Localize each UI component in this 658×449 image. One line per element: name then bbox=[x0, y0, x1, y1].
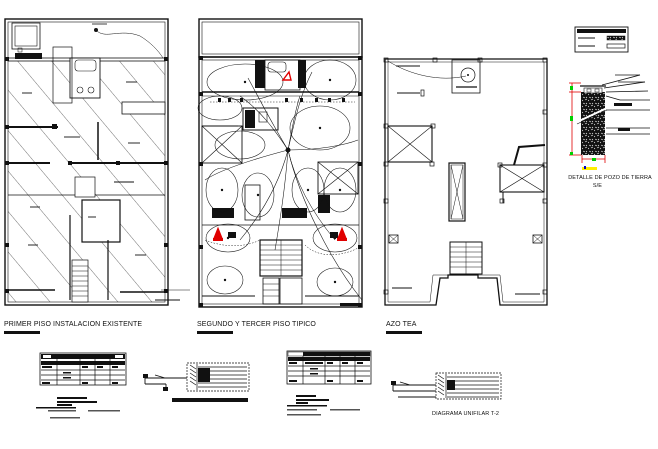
cuadro-cargas-2 bbox=[286, 350, 372, 416]
diagrama-unifilar-2 bbox=[391, 372, 502, 400]
plan-azotea bbox=[383, 57, 548, 306]
title-underline bbox=[4, 331, 40, 334]
cuadro-cargas-1 bbox=[36, 352, 127, 419]
diagram-title-unifilar-t2: DIAGRAMA UNIFILAR T-2 bbox=[432, 411, 500, 417]
title-underline bbox=[197, 331, 233, 334]
plan-title-primer-piso: PRIMER PISO INSTALACION EXISTENTE bbox=[4, 321, 143, 328]
detail-title-pozo-tierra: DETALLE DE POZO DE TIERRA bbox=[568, 175, 652, 181]
plan-segundo-tercer-piso bbox=[197, 18, 363, 308]
detail-scale: S/E bbox=[592, 183, 603, 189]
legend-box bbox=[574, 26, 629, 53]
diagrama-unifilar-1 bbox=[143, 362, 250, 402]
plan-title-segundo-tercer-piso: SEGUNDO Y TERCER PISO TIPICO bbox=[197, 321, 316, 328]
plan-title-azotea: AZO TEA bbox=[386, 321, 417, 328]
tablero-icon bbox=[213, 70, 347, 241]
title-underline bbox=[386, 331, 422, 334]
plan-primer-piso bbox=[4, 18, 190, 306]
detalle-pozo-tierra bbox=[569, 74, 650, 170]
